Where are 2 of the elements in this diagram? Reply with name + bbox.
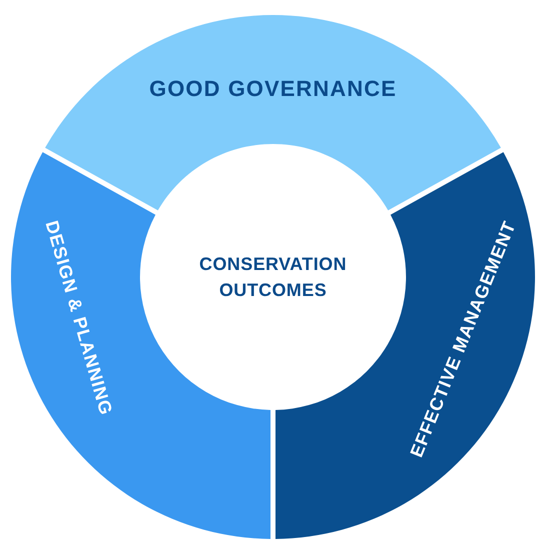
center-label: CONSERVATION OUTCOMES [198,253,348,302]
segment-label: GOOD GOVERNANCE [149,78,397,100]
